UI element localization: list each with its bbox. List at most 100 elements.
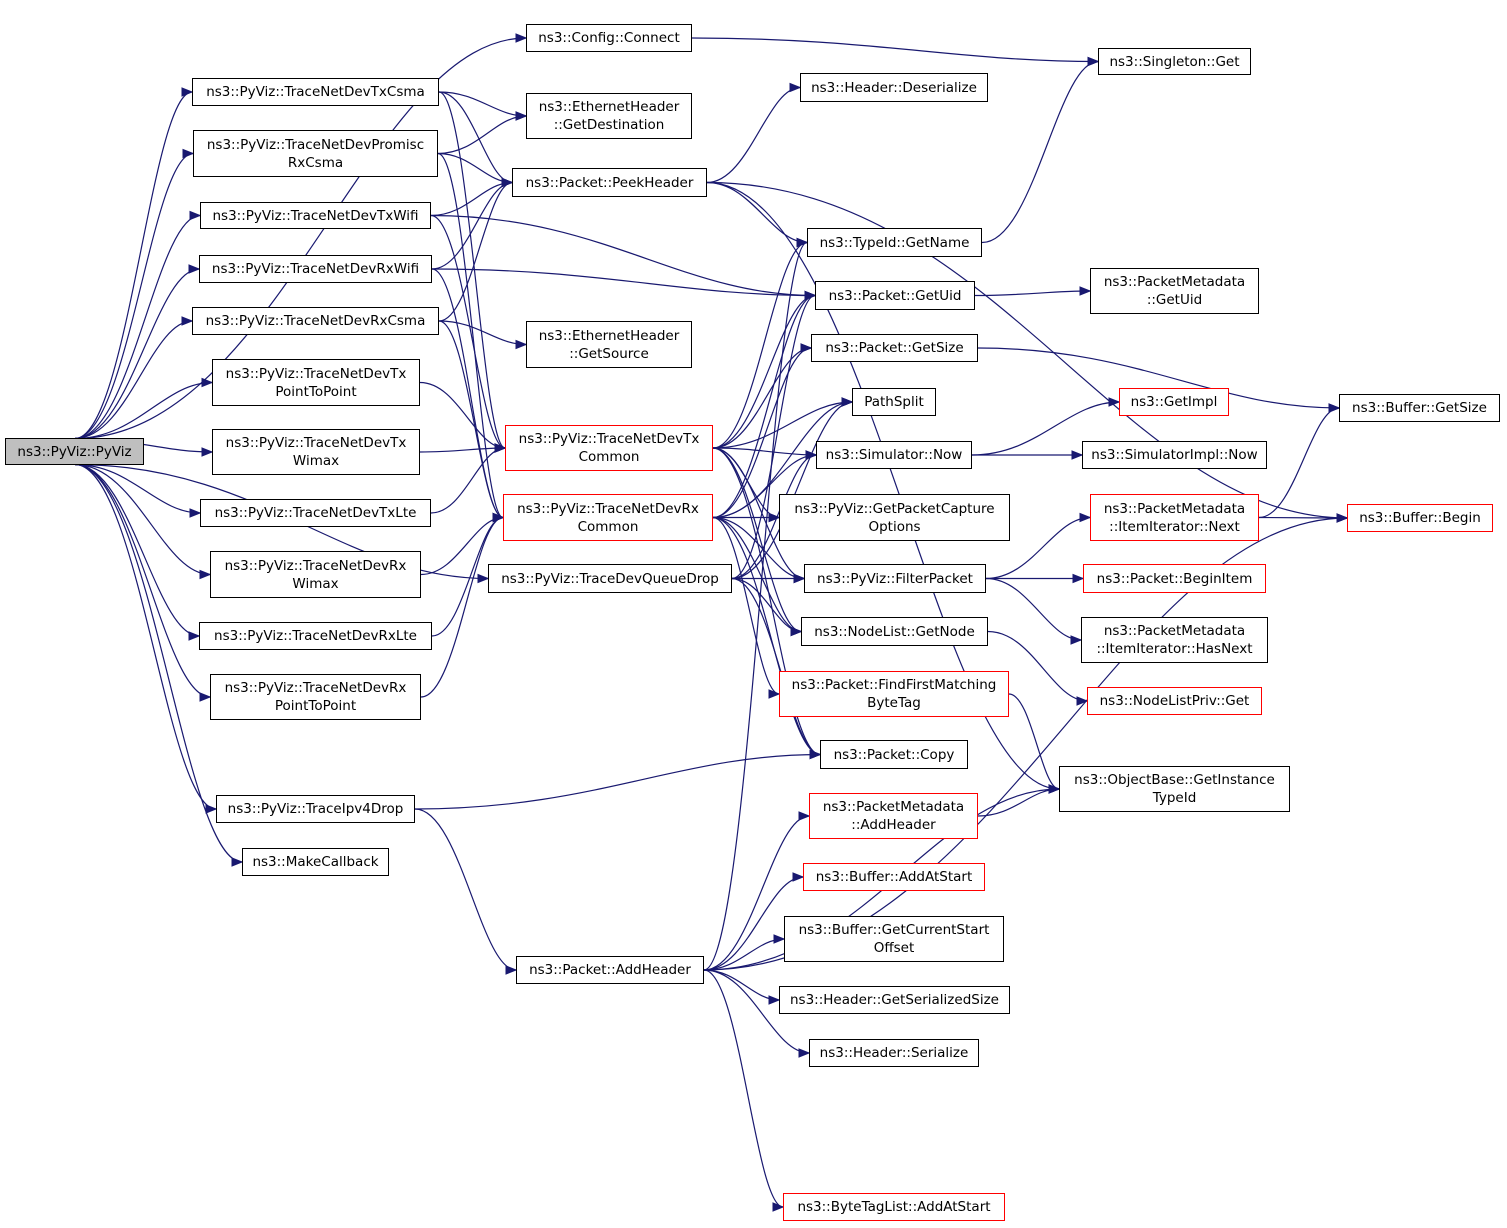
edge-tx_common-to-packet_getuid <box>712 294 816 449</box>
node-packet-add-header[interactable]: ns3::Packet::AddHeader <box>516 956 704 984</box>
node-label-line: ns3::PyViz::GetPacketCapture <box>794 500 995 517</box>
node-label-line: ns3::PyViz::TraceNetDevTxCsma <box>206 84 425 100</box>
node-packet-peek-header[interactable]: ns3::Packet::PeekHeader <box>512 168 707 197</box>
node-trace-dev-queue-drop[interactable]: ns3::PyViz::TraceDevQueueDrop <box>488 564 732 593</box>
node-label-line: ns3::PacketMetadata <box>1103 500 1246 517</box>
node-header-serialize[interactable]: ns3::Header::Serialize <box>809 1039 979 1067</box>
node-bytetaglist-add-at-start[interactable]: ns3::ByteTagList::AddAtStart <box>783 1193 1005 1221</box>
edge-tx_csma-to-peek_header <box>438 91 513 184</box>
node-ethernet-header-get-destination[interactable]: ns3::EthernetHeader::GetDestination <box>526 93 692 139</box>
edge-tx_wifi-to-packet_getuid <box>430 214 816 297</box>
node-label-line: ns3::PyViz::TraceNetDevTxLte <box>214 505 417 521</box>
node-trace-netdev-tx-lte[interactable]: ns3::PyViz::TraceNetDevTxLte <box>200 499 431 527</box>
node-label-line: ::GetUid <box>1146 292 1203 308</box>
edge-pm_it_next-to-buf_begin <box>1258 516 1348 519</box>
node-trace-netdev-rx-csma[interactable]: ns3::PyViz::TraceNetDevRxCsma <box>192 307 439 335</box>
node-nodelist-get-node[interactable]: ns3::NodeList::GetNode <box>801 617 988 646</box>
node-trace-ipv4-drop[interactable]: ns3::PyViz::TraceIpv4Drop <box>216 795 415 823</box>
node-trace-netdev-rx-wifi[interactable]: ns3::PyViz::TraceNetDevRxWifi <box>199 255 432 283</box>
node-label-line: ns3::Packet::AddHeader <box>529 962 691 978</box>
node-label-line: ns3::GetImpl <box>1130 394 1218 410</box>
edge-arrowhead <box>182 148 195 159</box>
edge-arrowhead <box>798 1048 811 1058</box>
node-config-connect[interactable]: ns3::Config::Connect <box>526 24 692 52</box>
node-label-line: ns3::EthernetHeader <box>538 99 680 115</box>
edge-arrowhead <box>809 749 822 760</box>
node-packet-get-uid[interactable]: ns3::Packet::GetUid <box>815 281 975 310</box>
node-ethernet-header-get-source[interactable]: ns3::EthernetHeader::GetSource <box>526 321 692 368</box>
node-packet-begin-item[interactable]: ns3::Packet::BeginItem <box>1083 564 1266 593</box>
node-label-line: ns3::Packet::Copy <box>833 746 955 763</box>
node-label-line: ns3::Simulator::Now <box>825 447 963 463</box>
node-typeid-get-name[interactable]: ns3::TypeId::GetName <box>807 228 982 257</box>
node-trace-netdev-tx-wifi[interactable]: ns3::PyViz::TraceNetDevTxWifi <box>200 202 431 229</box>
node-trace-netdev-rx-lte[interactable]: ns3::PyViz::TraceNetDevRxLte <box>199 622 432 650</box>
edge-arrowhead <box>1079 512 1092 523</box>
edge-pyviz-to-tx_csma <box>74 91 193 440</box>
edge-arrowhead <box>1048 784 1061 794</box>
node-make-callback[interactable]: ns3::MakeCallback <box>242 848 389 876</box>
edge-pyviz-to-rx_lte <box>74 463 200 637</box>
node-nodelist-priv-get[interactable]: ns3::NodeListPriv::Get <box>1087 687 1262 715</box>
edge-arrowhead <box>768 995 781 1005</box>
edge-tx_wifi-to-tx_common <box>430 214 506 449</box>
node-packet-metadata-add-header[interactable]: ns3::PacketMetadata::AddHeader <box>809 793 978 839</box>
edge-dev_queue_drop-to-pathsplit <box>731 401 853 580</box>
node-packet-metadata-item-iterator-next[interactable]: ns3::PacketMetadata::ItemIterator::Next <box>1090 494 1259 541</box>
node-label-line: ns3::PyViz::FilterPacket <box>817 570 973 587</box>
node-simulator-impl-now[interactable]: ns3::SimulatorImpl::Now <box>1082 441 1267 469</box>
node-singleton-get[interactable]: ns3::Singleton::Get <box>1098 48 1251 75</box>
edge-arrowhead <box>515 33 528 43</box>
edge-sim_now-to-get_impl <box>971 401 1120 456</box>
edge-tx_csma-to-eth_get_dest <box>438 91 527 117</box>
edge-add_header-to-hdr_serialize <box>703 969 810 1054</box>
edge-arrowhead <box>768 689 781 699</box>
edge-rx_csma-to-peek_header <box>438 181 513 322</box>
node-buffer-begin[interactable]: ns3::Buffer::Begin <box>1347 504 1493 532</box>
edge-tx_common-to-packet_getsize <box>712 347 812 449</box>
node-label-line: PointToPoint <box>275 383 357 400</box>
node-simulator-now[interactable]: ns3::Simulator::Now <box>816 441 972 469</box>
edge-dev_queue_drop-to-packet_copy <box>731 577 821 756</box>
edge-arrowhead <box>501 177 514 188</box>
edge-arrowhead <box>1328 403 1341 413</box>
edge-rx_wifi-to-peek_header <box>431 181 513 270</box>
node-buffer-add-at-start[interactable]: ns3::Buffer::AddAtStart <box>803 863 985 891</box>
node-header-get-serialized-size[interactable]: ns3::Header::GetSerializedSize <box>779 986 1010 1014</box>
node-pathsplit[interactable]: PathSplit <box>852 388 936 416</box>
edge-arrowhead <box>805 450 818 460</box>
node-label-line: ns3::Buffer::Begin <box>1359 510 1481 526</box>
edge-arrowhead <box>804 290 817 301</box>
node-label-line: ns3::Packet::PeekHeader <box>525 174 694 191</box>
node-packet-copy[interactable]: ns3::Packet::Copy <box>820 740 968 769</box>
node-label-line: ns3::PyViz::TraceNetDevRx <box>224 557 407 574</box>
node-label-line: ns3::PyViz::TraceNetDevRx <box>224 680 407 696</box>
node-filter-packet[interactable]: ns3::PyViz::FilterPacket <box>804 564 986 593</box>
edge-arrowhead <box>1336 513 1349 523</box>
edge-pyviz-to-tx_wifi <box>74 214 201 440</box>
node-get-impl[interactable]: ns3::GetImpl <box>1119 388 1229 416</box>
node-packet-metadata-get-uid[interactable]: ns3::PacketMetadata::GetUid <box>1090 268 1259 314</box>
node-packet-metadata-item-iterator-has-next[interactable]: ns3::PacketMetadata::ItemIterator::HasNe… <box>1081 617 1268 663</box>
node-trace-netdev-tx-csma[interactable]: ns3::PyViz::TraceNetDevTxCsma <box>192 78 439 106</box>
edge-pyviz-to-promisc_rx_csma <box>74 152 194 440</box>
node-packet-get-size[interactable]: ns3::Packet::GetSize <box>811 334 978 362</box>
node-header-deserialize[interactable]: ns3::Header::Deserialize <box>800 73 988 102</box>
node-buffer-get-size[interactable]: ns3::Buffer::GetSize <box>1339 394 1500 422</box>
edge-arrowhead <box>792 872 805 882</box>
edge-rx_csma-to-rx_common <box>438 320 504 519</box>
edge-promisc_rx_csma-to-rx_common <box>437 152 504 519</box>
edge-tx_common-to-typeid_getname <box>712 241 808 449</box>
edge-tx_lte-to-tx_common <box>430 447 506 514</box>
